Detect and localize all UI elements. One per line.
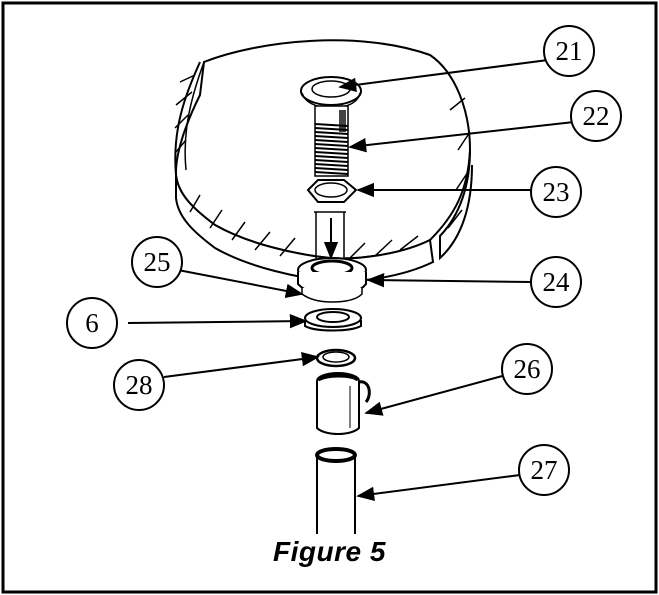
o-ring-part-28	[315, 348, 357, 368]
callout-label-21: 21	[556, 36, 583, 66]
callout-label-26: 26	[514, 354, 541, 384]
locknut-part-24	[297, 257, 367, 303]
callout-24: 24	[530, 256, 582, 308]
callout-27: 27	[518, 444, 570, 496]
leader-lines	[127, 59, 575, 502]
callout-label-28: 28	[126, 370, 153, 400]
tailpiece-nut-part-26	[316, 372, 371, 435]
callout-22: 22	[570, 90, 622, 142]
drain-flange-part-21	[300, 76, 362, 109]
figure-caption: Figure 5	[273, 536, 386, 567]
callout-label-23: 23	[543, 177, 570, 207]
callout-25: 25	[131, 236, 183, 288]
callout-label-24: 24	[543, 267, 571, 297]
callout-label-6: 6	[85, 308, 99, 338]
callout-21: 21	[543, 25, 595, 77]
callout-label-25: 25	[144, 247, 171, 277]
callout-label-27: 27	[531, 455, 558, 485]
gasket-part-23	[306, 179, 358, 203]
callout-label-22: 22	[583, 101, 610, 131]
callout-26: 26	[501, 343, 553, 395]
callout-23: 23	[530, 166, 582, 218]
callout-28: 28	[113, 359, 165, 411]
threaded-body-part-22	[314, 105, 349, 177]
washer-part-6	[304, 308, 362, 332]
callout-6: 6	[66, 297, 118, 349]
tailpipe-part-27	[315, 447, 357, 534]
